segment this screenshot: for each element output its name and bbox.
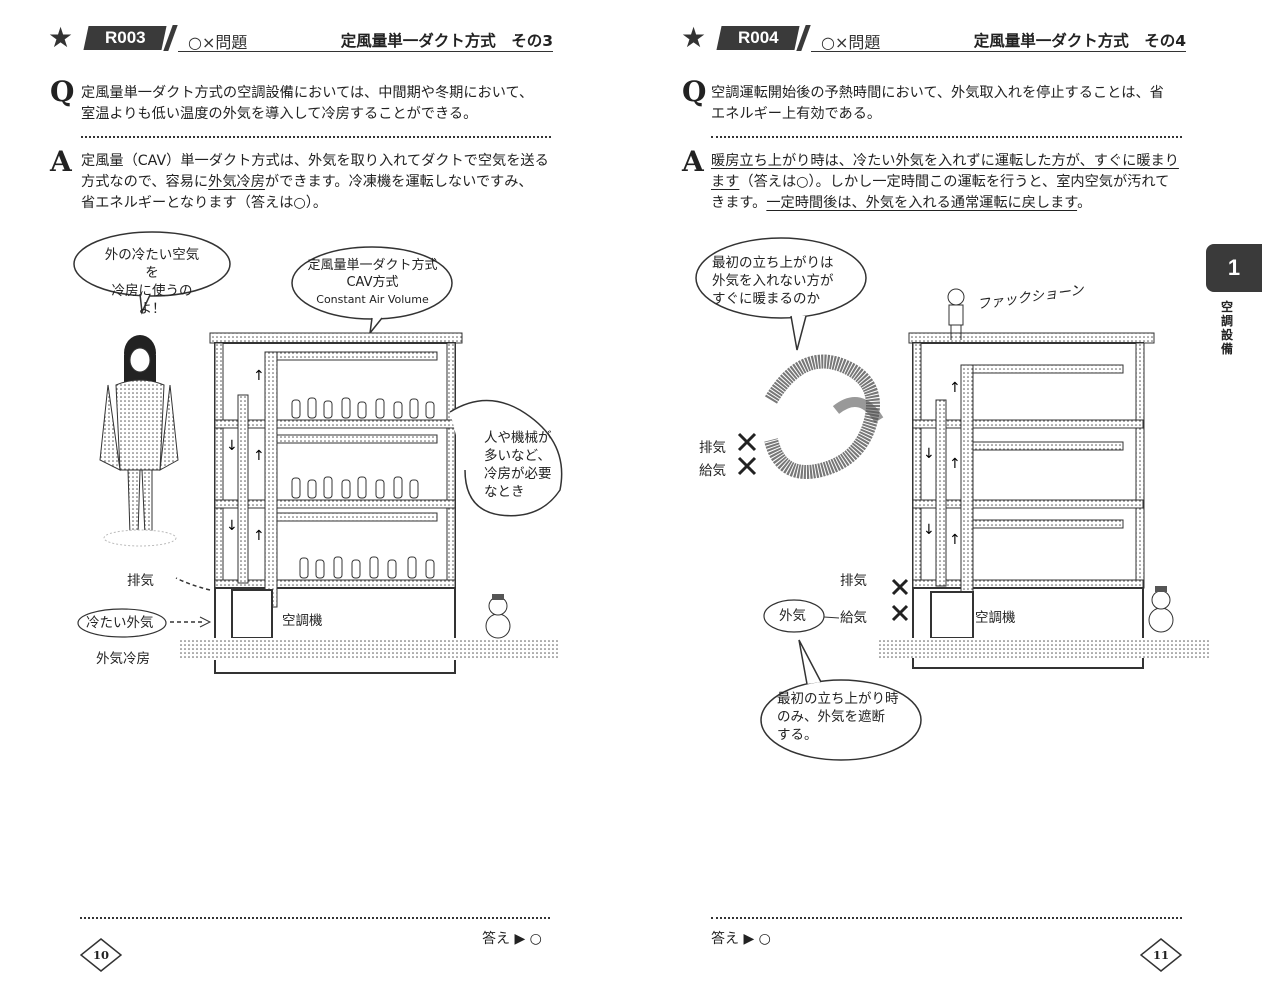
chapter-tab-label: 空調設備 (1220, 300, 1233, 356)
left-page: ★ R003 ○×問題 定風量単一ダクト方式 その3 Q 定風量単一ダクト方式の… (48, 21, 563, 972)
supply-label: 給気 (840, 610, 867, 626)
cold-air-label: 冷たい外気 (86, 615, 154, 631)
close-icon (891, 578, 909, 622)
ahu-label: 空調機 (975, 610, 1016, 626)
page-header: ★ R003 ○×問題 定風量単一ダクト方式 その3 (48, 21, 553, 54)
section-title: 定風量単一ダクト方式 その3 (340, 32, 553, 50)
answer-text: 暖房立ち上がり時は、冷たい外気を入れずに運転した方が、すぐに暖まり ます（答えは… (711, 153, 1179, 211)
diamond-icon (1140, 938, 1182, 972)
question-letter: Q (50, 75, 75, 108)
chapter-tab: 1 (1206, 244, 1262, 292)
footer-divider (711, 917, 1182, 919)
quiz-type-label: ○×問題 (188, 33, 248, 52)
outside-cooling-label: 外気冷房 (96, 651, 150, 667)
ahu-label: 空調機 (282, 613, 323, 629)
svg-text:↑: ↑ (949, 380, 961, 396)
star-icon: ★ (48, 21, 74, 54)
page-number: 10 (80, 938, 122, 972)
svg-text:↑: ↑ (949, 456, 961, 472)
cav-illustration: ↑ ↓ ↑ ↓ ↑ (73, 231, 563, 674)
svg-text:↑: ↑ (253, 528, 265, 544)
question-text: 空調運転開始後の予熱時間において、外気取入れを停止することは、省 エネルギー上有… (711, 85, 1164, 122)
header-rule (811, 51, 1186, 52)
footer-answer: 答え ▶ ○ (711, 931, 771, 947)
svg-text:↓: ↓ (226, 518, 238, 534)
dotted-divider (711, 136, 1182, 138)
people-speech: 人や機械が 多いなど、 冷房が必要 なとき (484, 430, 552, 500)
woman-speech: 外の冷たい空気を 冷房に使うのよ！ (104, 247, 200, 317)
snowman (485, 594, 511, 639)
cav-speech: 定風量単一ダクト方式 CAV方式 Constant Air Volume (307, 258, 438, 306)
building: ↑ ↓ ↑ ↓ ↑ (908, 332, 1155, 669)
svg-text:↓: ↓ (923, 446, 935, 462)
svg-text:↑: ↑ (253, 368, 265, 384)
question-letter: Q (682, 75, 707, 108)
answer-letter: A (682, 145, 704, 178)
building: ↑ ↓ ↑ ↓ ↑ (209, 332, 463, 674)
right-page: ★ R004 ○×問題 定風量単一ダクト方式 その4 Q 空調運転開始後の予熱時… (631, 0, 1262, 1000)
exhaust-label: 排気 (127, 573, 154, 589)
answer-letter: A (50, 145, 72, 178)
question-text: 定風量単一ダクト方式の空調設備においては、中間期や冬期において、 室温よりも低い… (81, 85, 534, 122)
outside-air-label: 外気 (779, 608, 806, 624)
svg-text:↑: ↑ (949, 532, 961, 548)
answer-text: 定風量（CAV）単一ダクト方式は、外気を取り入れてダクトで空気を送る 方式なので… (81, 153, 549, 211)
footer-answer: 答え ▶ ○ (482, 931, 542, 947)
star-icon: ★ (681, 21, 707, 54)
preheat-illustration: ↑ ↓ ↑ ↓ ↑ (695, 237, 1209, 761)
svg-text:↓: ↓ (923, 522, 935, 538)
woman-figure (99, 335, 179, 547)
page-header: ★ R004 ○×問題 定風量単一ダクト方式 その4 (681, 21, 1186, 54)
svg-text:↑: ↑ (253, 448, 265, 464)
section-title: 定風量単一ダクト方式 その4 (973, 32, 1186, 50)
snowman (1148, 586, 1174, 633)
exhaust-label: 排気 (840, 573, 867, 589)
top-speech: 最初の立ち上がりは 外気を入れない方が すぐに暖まるのか (712, 255, 834, 307)
svg-text:↓: ↓ (226, 438, 238, 454)
close-icon (737, 432, 757, 476)
page-number: 11 (1140, 938, 1182, 972)
bottom-speech: 最初の立ち上がり時 のみ、外気を遮断 する。 (777, 691, 899, 743)
header-rule (178, 51, 553, 52)
diamond-icon (80, 938, 122, 972)
supply-label-left: 給気 (699, 463, 726, 479)
dotted-divider (81, 136, 551, 138)
footer-divider (80, 917, 550, 919)
quiz-type-label: ○×問題 (821, 33, 881, 52)
shivering-person (947, 288, 965, 340)
exhaust-label-left: 排気 (699, 440, 726, 456)
